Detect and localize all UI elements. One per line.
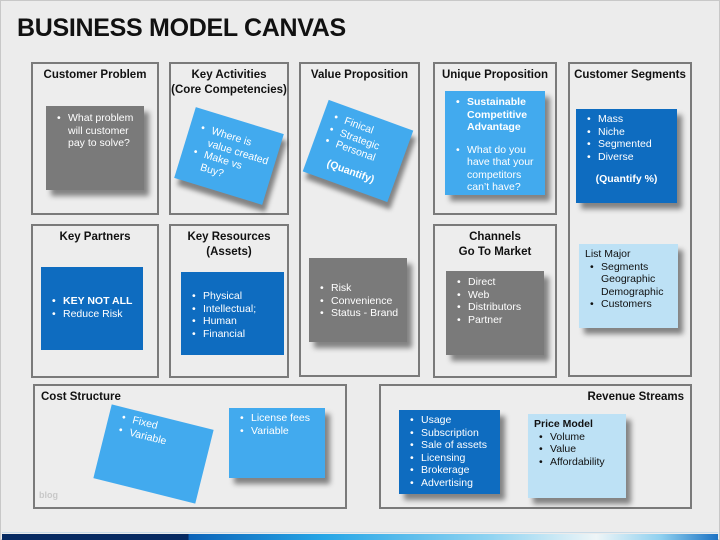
note-item: Human [192,315,278,328]
note-item: Brokerage [410,464,494,477]
section-title: Value Proposition [310,69,409,81]
note-item: Niche [587,126,671,139]
watermark: blog [39,490,58,500]
note-item: Financial [192,328,278,341]
note-item: Physical [192,290,278,303]
note-item: Segmented [587,138,671,151]
section-title: Customer Problem [43,69,147,81]
sticky-note-revenue-streams-2[interactable]: Price Model Volume Value Affordability [528,414,626,498]
note-item: Affordability [539,456,620,469]
section-title: Key Activities (Core Competencies) [171,68,287,98]
section-title: Customer Segments [574,69,686,81]
note-heading: Price Model [534,418,593,430]
note-item: Distributors [457,301,538,314]
sticky-note-cost-structure-2[interactable]: License fees Variable [229,408,325,478]
section-title: Revenue Streams [587,391,684,403]
section-title-line1: Channels [469,231,521,243]
note-item: Direct [457,276,538,289]
section-title-line2: (Assets) [206,246,252,258]
sticky-note-customer-segments-2[interactable]: List Major Segments Geographic Demograph… [579,244,678,328]
sticky-note-customer-segments[interactable]: Mass Niche Segmented Diverse (Quantify %… [576,109,677,203]
note-subitem: Geographic [601,273,656,285]
note-item: Sale of assets [410,439,494,452]
section-title-line2: (Core Competencies) [171,84,287,96]
section-title-line1: Key Resources [187,231,271,243]
note-item: Value [539,443,620,456]
note-item: What do you have that your competitors c… [456,144,539,194]
note-item: Volume [539,431,620,444]
section-title: Key Partners [59,231,131,243]
note-item: KEY NOT ALL [52,295,137,308]
note-item: Risk [320,282,401,295]
note-item: Customers [590,298,672,311]
sticky-note-value-proposition-2[interactable]: Risk Convenience Status - Brand [309,258,407,342]
note-item: Status - Brand [320,307,401,320]
note-item: Subscription [410,427,494,440]
note-item: Intellectual; [192,303,278,316]
section-title: Channels Go To Market [435,230,555,260]
note-item: Segments [590,261,672,274]
note-item: License fees [240,412,319,425]
note-heading: List Major [585,248,631,260]
page-title: BUSINESS MODEL CANVAS [17,14,346,42]
sticky-note-channels[interactable]: Direct Web Distributors Partner [446,271,544,355]
note-item: Convenience [320,295,401,308]
sticky-note-key-resources[interactable]: Physical Intellectual; Human Financial [181,272,284,355]
note-item: Licensing [410,452,494,465]
section-title: Cost Structure [41,391,121,403]
quantify-label: (Quantify %) [595,173,658,185]
section-title-line1: Key Activities [191,69,267,81]
note-item: Web [457,289,538,302]
footer-divider [2,532,718,533]
note-item: Reduce Risk [52,308,137,321]
note-subitem: Demographic [601,285,664,298]
section-title: Unique Proposition [441,69,549,81]
sticky-note-key-partners[interactable]: KEY NOT ALL Reduce Risk [41,267,143,350]
note-item: Mass [587,113,671,126]
note-item: Variable [240,425,319,438]
sticky-note-revenue-streams-1[interactable]: Usage Subscription Sale of assets Licens… [399,410,500,494]
section-title: Key Resources (Assets) [171,230,287,260]
note-item: Sustainable Competitive Advantage [456,96,539,134]
note-item: Usage [410,414,494,427]
note-item: Advertising [410,477,494,490]
sticky-note-unique-proposition[interactable]: Sustainable Competitive Advantage What d… [445,91,545,195]
footer-gradient-bar [2,534,718,540]
note-item: Partner [457,314,538,327]
sticky-note-customer-problem[interactable]: What problem will customer pay to solve? [46,106,144,190]
section-title-line2: Go To Market [458,246,532,258]
note-item: Diverse [587,151,671,164]
note-item: What problem will customer pay to solve? [57,112,138,150]
